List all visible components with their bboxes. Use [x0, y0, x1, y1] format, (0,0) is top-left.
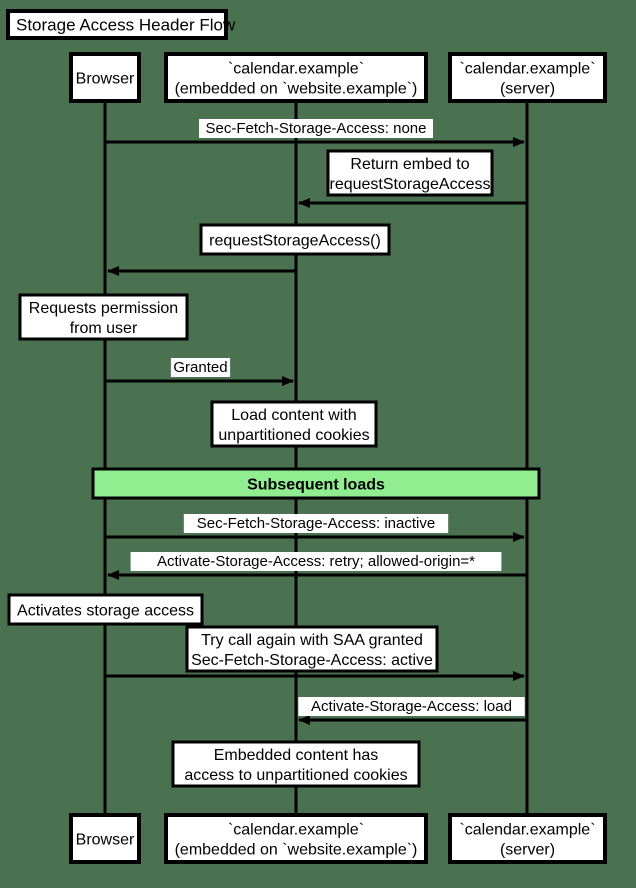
note-text-line: requestStorageAccess() — [209, 233, 381, 250]
participant-label-bg — [218, 58, 374, 78]
participant-label-bg — [171, 78, 421, 98]
participant-label-bg — [490, 78, 565, 98]
note-box — [171, 740, 421, 788]
diagram-title-box — [6, 9, 228, 40]
participant-label-server: (server) — [500, 81, 555, 98]
message-label-bg — [298, 697, 525, 716]
participant-label-embed: `calendar.example` — [228, 822, 364, 839]
participant-label-server: (server) — [500, 842, 555, 859]
participant-label-bg — [76, 829, 134, 849]
note-text-line: Load content with — [231, 407, 356, 424]
participant-label-bg — [455, 819, 600, 839]
participant-label-bg — [218, 819, 374, 839]
message-label-bg — [130, 552, 502, 571]
message-label-m6: Activate-Storage-Access: retry; allowed-… — [157, 553, 475, 570]
participant-label-browser: Browser — [76, 832, 135, 849]
lifelines-group — [103, 101, 529, 815]
messages-group: Sec-Fetch-Storage-Access: noneGrantedSec… — [105, 119, 527, 725]
notes-group: Return embed to requestStorageAccess reque… — [7, 149, 494, 788]
participant-label-server: `calendar.example` — [459, 61, 595, 78]
note-text-line: Return embed to — [350, 156, 469, 173]
message-label-m1: Sec-Fetch-Storage-Access: none — [206, 120, 427, 137]
message-label-bg — [170, 358, 231, 377]
divider-label: Subsequent loads — [247, 477, 385, 494]
note-text-line: Sec-Fetch-Storage-Access: active — [191, 652, 433, 669]
message-label-bg — [183, 514, 449, 533]
note-text-line: Activates storage access — [17, 603, 194, 620]
note-text-line: from user — [70, 320, 138, 337]
note-box — [7, 593, 204, 626]
note-text-line: unpartitioned cookies — [218, 427, 369, 444]
participant-label-bg — [455, 58, 600, 78]
note-text-line: Requests permission — [29, 300, 178, 317]
note-box — [199, 223, 391, 256]
dividers-group: Subsequent loads — [91, 467, 541, 500]
participant-label-embed: (embedded on `website.example`) — [175, 81, 418, 98]
note-text-line: requestStorageAccess — [330, 176, 491, 193]
message-label-m5: Sec-Fetch-Storage-Access: inactive — [197, 515, 435, 532]
note-box — [18, 293, 189, 341]
message-label-bg — [199, 119, 433, 138]
note-box — [185, 625, 439, 673]
diagram-title-text: Storage Access Header Flow — [16, 16, 236, 35]
diagram-title-group: Storage Access Header Flow — [6, 9, 236, 40]
participant-label-bg — [490, 839, 565, 859]
participant-label-bg — [171, 839, 421, 859]
message-label-m8: Activate-Storage-Access: load — [311, 698, 512, 715]
participant-label-browser: Browser — [76, 71, 135, 88]
note-text-line: access to unpartitioned cookies — [184, 767, 407, 784]
participant-boxes-group: Browser `calendar.example` (embedded on `w… — [69, 52, 607, 864]
note-text-line: Embedded content has — [214, 747, 379, 764]
participant-label-embed: (embedded on `website.example`) — [175, 842, 418, 859]
participant-label-embed: `calendar.example` — [228, 61, 364, 78]
message-label-m4: Granted — [173, 359, 227, 376]
participant-label-bg — [76, 68, 134, 88]
note-text-line: Try call again with SAA granted — [201, 632, 423, 649]
divider-box — [91, 467, 541, 500]
participant-label-server: `calendar.example` — [459, 822, 595, 839]
note-box — [210, 400, 378, 448]
note-box — [326, 149, 494, 197]
